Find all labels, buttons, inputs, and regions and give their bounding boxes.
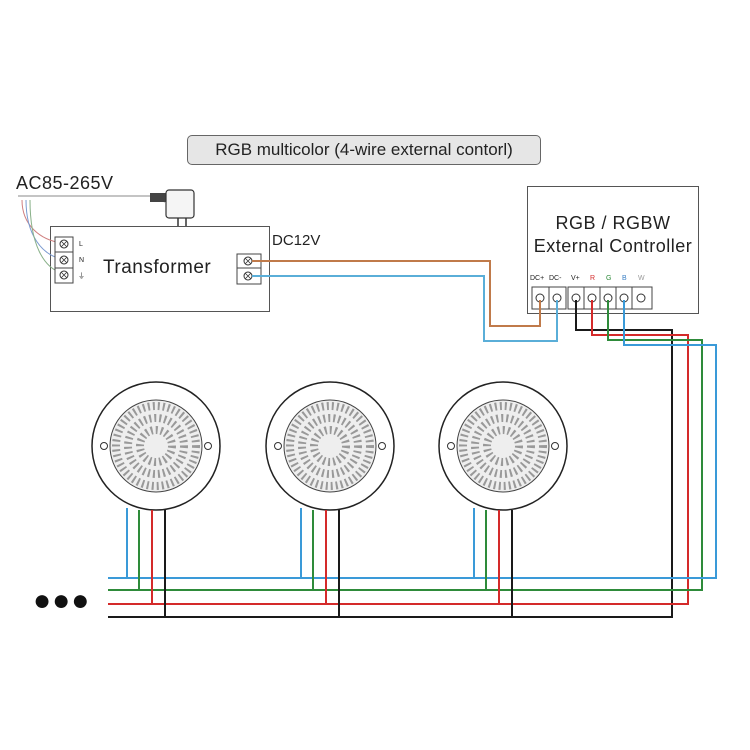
rgb-pool-light [438,381,568,511]
terminal-label-r: R [590,275,596,282]
rgb-pool-light [265,381,395,511]
terminal-label-w: W [638,275,645,282]
blue-bus-wire [108,300,717,579]
ac-input-label: AC85-265V [16,173,114,193]
rgb-pool-light [91,381,221,511]
transformer-input-terminals [54,236,74,284]
dc-plus-wire [252,260,541,327]
v-plus-bus-wire [108,300,673,618]
ac-power-cable [18,195,166,274]
green-bus-wire [108,300,703,591]
red-bus-wire [108,300,689,605]
terminal-label-n: N [79,257,85,264]
transformer-output-terminals [236,253,262,285]
terminal-label-b: B [622,275,627,282]
terminal-label-earth: ⏚ [78,273,85,280]
dc-output-label: DC12V [272,232,321,249]
terminal-label-dc-minus: DC- [549,275,562,282]
diagram-title: RGB multicolor (4-wire external contorl) [187,135,541,165]
controller-title-line2: External Controller [533,236,693,256]
controller-terminals [531,286,653,310]
ac-plug-icon [150,189,195,226]
continuation-dots: ●●● [33,584,91,617]
transformer-box [50,226,270,312]
transformer-label: Transformer [103,257,212,278]
terminal-label-l: L [79,241,83,248]
terminal-label-g: G [606,275,612,282]
terminal-label-v-plus: V+ [571,275,580,282]
dc-minus-wire [252,275,558,342]
controller-title-line1: RGB / RGBW [555,213,671,233]
terminal-label-dc-plus: DC+ [530,275,545,282]
